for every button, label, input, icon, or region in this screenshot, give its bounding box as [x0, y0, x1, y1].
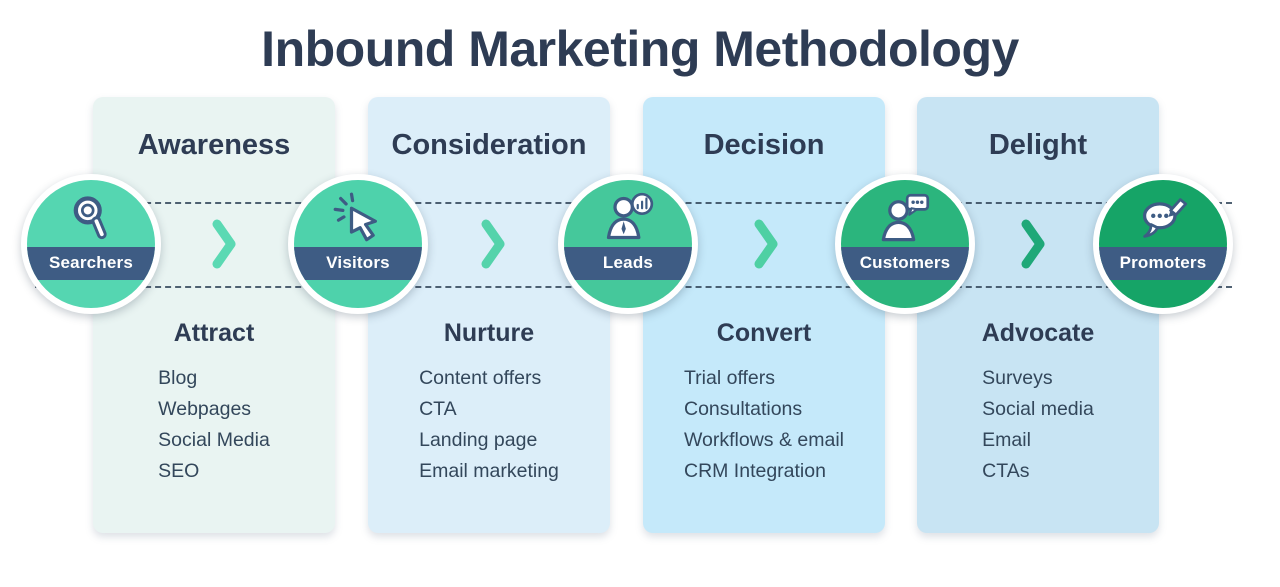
tactic-item: CRM Integration: [683, 460, 826, 482]
persona-band: Searchers: [27, 246, 155, 280]
tactic-list-wrap: Content offers CTA Landing page Email ma…: [368, 363, 610, 487]
persona-circle-promoters: Promoters: [1093, 174, 1233, 314]
persona-circle-searchers: Searchers: [21, 174, 161, 314]
tactic-item: Social media: [982, 398, 1094, 420]
persona-label: Searchers: [48, 253, 134, 273]
persona-band: Promoters: [1099, 246, 1227, 280]
tactic-item: Blog: [158, 367, 198, 389]
tactic-item: CTA: [419, 398, 457, 420]
tactic-item: Social Media: [158, 429, 270, 451]
flow-arrow-icon: [1019, 216, 1047, 272]
stage-card-consideration: Consideration Nurture Content offers CTA…: [368, 97, 610, 533]
page-title: Inbound Marketing Methodology: [261, 21, 1019, 77]
tactic-item: Webpages: [158, 398, 252, 420]
tactic-item: Workflows & email: [683, 429, 844, 451]
stage-card-awareness: Awareness Attract Blog Webpages Social M…: [93, 97, 335, 533]
flow-arrow-icon: [752, 216, 780, 272]
tactic-item: Trial offers: [683, 367, 776, 389]
action-title: Convert: [716, 319, 812, 347]
persona-label: Visitors: [326, 253, 390, 273]
stage-title: Consideration: [391, 129, 587, 161]
action-title: Attract: [173, 319, 255, 347]
persona-label: Customers: [859, 253, 951, 273]
tactic-list-wrap: Trial offers Consultations Workflows & e…: [643, 363, 885, 487]
tactic-item: Email marketing: [419, 460, 559, 482]
persona-band: Customers: [841, 246, 969, 280]
stage-title: Delight: [988, 129, 1088, 161]
person-chat-icon: [841, 189, 969, 247]
tactic-list: Surveys Social media Email CTAs: [982, 363, 1094, 487]
persona-label: Leads: [602, 253, 654, 273]
persona-band: Leads: [564, 246, 692, 280]
flow-arrow-icon: [210, 216, 238, 272]
stage-title: Decision: [703, 129, 825, 161]
persona-circle-visitors: Visitors: [288, 174, 428, 314]
stage-card-decision: Decision Convert Trial offers Consultati…: [643, 97, 885, 533]
cursor-click-icon: [294, 189, 422, 247]
persona-label: Promoters: [1119, 253, 1207, 273]
persona-band: Visitors: [294, 246, 422, 280]
tactic-item: Surveys: [982, 367, 1053, 389]
magnifier-icon: [27, 189, 155, 247]
tactic-list: Trial offers Consultations Workflows & e…: [684, 363, 844, 487]
tactic-list: Blog Webpages Social Media SEO: [158, 363, 270, 487]
persona-circle-customers: Customers: [835, 174, 975, 314]
tactic-item: SEO: [158, 460, 200, 482]
stage-title: Awareness: [137, 129, 291, 161]
stage-card-delight: Delight Advocate Surveys Social media Em…: [917, 97, 1159, 533]
tactic-item: CTAs: [982, 460, 1030, 482]
tactic-list-wrap: Blog Webpages Social Media SEO: [93, 363, 335, 487]
action-title: Advocate: [981, 319, 1095, 347]
tactic-item: Content offers: [419, 367, 542, 389]
tactic-item: Landing page: [419, 429, 538, 451]
person-chart-icon: [564, 189, 692, 247]
tactic-item: Email: [982, 429, 1031, 451]
tactic-item: Consultations: [683, 398, 803, 420]
pencil-speech-icon: [1099, 189, 1227, 247]
tactic-list: Content offers CTA Landing page Email ma…: [419, 363, 559, 487]
action-title: Nurture: [443, 319, 535, 347]
persona-circle-leads: Leads: [558, 174, 698, 314]
tactic-list-wrap: Surveys Social media Email CTAs: [917, 363, 1159, 487]
flow-arrow-icon: [479, 216, 507, 272]
